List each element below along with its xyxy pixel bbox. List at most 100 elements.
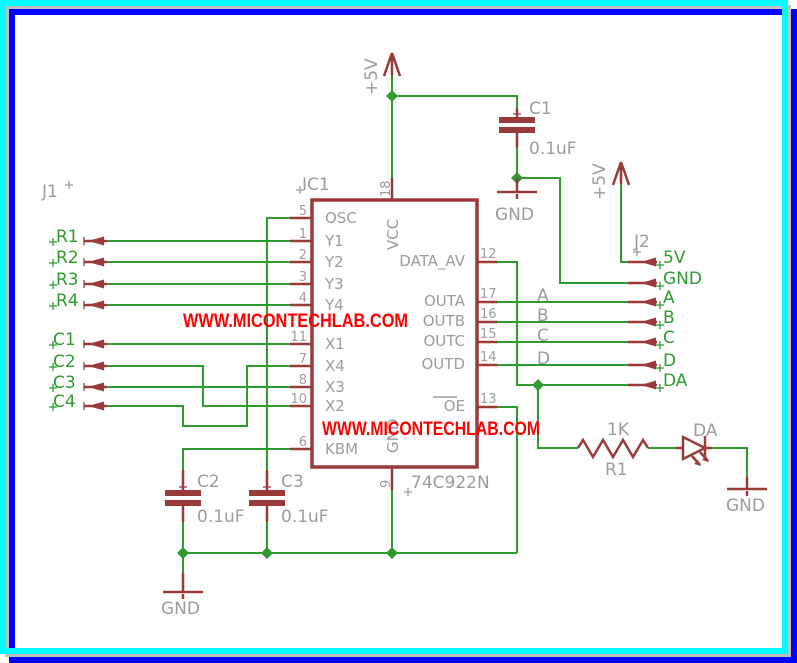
ic1-pin-num-3: 3 [299, 270, 307, 285]
c3-plate-bottom [249, 500, 285, 506]
j2-ref-label: J2 [633, 232, 650, 252]
junctions [177, 90, 544, 559]
wire-c4-x4 [107, 365, 290, 427]
ic1-part-cross [404, 488, 412, 496]
c3-ref-label: C3 [281, 472, 304, 492]
ic1-pin-num-2: 2 [299, 248, 307, 263]
ic1-pin-num-8: 8 [299, 373, 307, 388]
ic1-right-pin-stubs [477, 260, 497, 409]
j2-pin-label-gnd: GND [663, 269, 702, 289]
ic1-pin-num-15: 15 [480, 327, 497, 342]
ic1-pin-name-gnd: GND [384, 419, 402, 453]
ic1-origin-cross [296, 186, 304, 194]
r1-ref-label: R1 [605, 460, 628, 480]
ic1-pin-num-13: 13 [480, 392, 497, 407]
connector-j2: J2 5V GND A B C D DA [628, 232, 702, 392]
ic1-pin-name-x2: X2 [325, 397, 345, 415]
ic1-pin-name-x4: X4 [325, 357, 345, 375]
ic1-pin-name-y3: Y3 [324, 275, 344, 293]
c1-ref-label: C1 [529, 99, 552, 119]
ic1-pin-name-outc: OUTC [423, 332, 465, 350]
ic1-left-pin-stubs [290, 216, 312, 451]
j2-pin-label-d: D [663, 351, 676, 371]
capacitor-c2: C2 0.1uF [165, 470, 245, 527]
ic1-pin-name-osc: OSC [325, 209, 357, 227]
led-triangle [681, 434, 708, 462]
frame-gray [5, 5, 791, 657]
wire-oe-gnd [497, 406, 518, 553]
junction-rail-c2 [177, 547, 189, 559]
c2-plate-top [165, 490, 201, 496]
c3-plate-top [249, 490, 285, 496]
j1-pin-label-c2: C2 [53, 352, 76, 372]
c2-origin-cross [179, 483, 187, 491]
j2-pin-label-5v: 5V [663, 248, 686, 268]
ic1-pin-num-14: 14 [480, 350, 497, 365]
c1-plate-top [499, 117, 535, 123]
plus5v-label-top: +5V [362, 58, 382, 95]
ic1-pin-num-9: 9 [379, 480, 394, 488]
gnd-symbol-right: GND [726, 477, 767, 516]
ic1-pin-num-4: 4 [299, 291, 307, 306]
ic1-pin-name-vcc: VCC [384, 219, 402, 250]
wire-c1bot-gnd-j2 [516, 146, 640, 284]
c2-ref-label: C2 [197, 472, 220, 492]
junction-da [532, 379, 544, 391]
ic1-pin-name-outd: OUTD [422, 355, 466, 373]
ic1-pin-name-y1: Y1 [324, 232, 344, 250]
j1-pin-label-r1: R1 [56, 227, 79, 247]
c2-value-label: 0.1uF [197, 507, 245, 527]
watermark-upper: WWW.MICONTECHLAB.COM [183, 311, 408, 332]
plus5v-arrow-right [611, 161, 631, 186]
wire-led-gnd [710, 447, 748, 477]
j1-pin-label-c4: C4 [53, 392, 76, 412]
ic1-pin-name-y4: Y4 [324, 296, 344, 314]
c1-origin-cross [513, 110, 521, 118]
ic1-pin-name-x3: X3 [325, 378, 345, 396]
capacitor-c3: C3 0.1uF [249, 470, 329, 527]
junction-vcc [386, 90, 398, 102]
ic1-pin-num-12: 12 [480, 247, 497, 262]
j1-ref-label: J1 [41, 182, 58, 202]
r1-zigzag [576, 437, 650, 460]
r1-value-label: 1K [607, 420, 630, 440]
ic1-pin-name-outb: OUTB [423, 312, 465, 330]
frame-cyan [0, 0, 788, 654]
ic1-pin-num-17: 17 [480, 287, 497, 302]
gnd-symbol-bottom-left: GND [161, 573, 203, 619]
led-arrow-head-1 [694, 460, 701, 466]
wire-kbm-cap [182, 448, 290, 470]
wire-osc-cap [266, 217, 290, 470]
wire-dataav-da [497, 261, 640, 386]
capacitor-c1: C1 0.1uF [499, 99, 577, 159]
ic1-pin-name-x1: X1 [325, 335, 345, 353]
c1-value-label: 0.1uF [529, 139, 577, 159]
net-wires [107, 74, 748, 573]
c2-plate-bottom [165, 500, 201, 506]
ic1-pin-name-dataav: DATA_AV [399, 252, 465, 271]
net-label-c: C [537, 326, 549, 346]
gnd-bl-label: GND [161, 599, 200, 619]
net-name-labels: A B C D [537, 286, 550, 369]
ic1-pin-num-18: 18 [379, 180, 394, 197]
gnd-right-label: GND [726, 496, 765, 516]
frame-blue [9, 9, 797, 663]
led-da: DA [676, 421, 718, 466]
watermark-lower: WWW.MICONTECHLAB.COM [322, 419, 540, 440]
ic1-pin-name-y2: Y2 [324, 253, 344, 271]
net-label-d: D [537, 349, 550, 369]
j1-pin-label-r4: R4 [56, 291, 79, 311]
led-arrow-head-2 [702, 456, 709, 462]
j1-pin-label-c1: C1 [53, 330, 76, 350]
resistor-r1: 1K R1 [576, 420, 650, 480]
watermarks: WWW.MICONTECHLAB.COM WWW.MICONTECHLAB.CO… [183, 311, 540, 440]
c3-origin-cross [263, 483, 271, 491]
c1-plate-bottom [499, 127, 535, 133]
j1-pin-arrows [88, 236, 104, 411]
ic1-body [310, 198, 479, 469]
plus5v-arrow-top [382, 52, 402, 77]
ic1-part-label: 74C922N [411, 473, 490, 493]
